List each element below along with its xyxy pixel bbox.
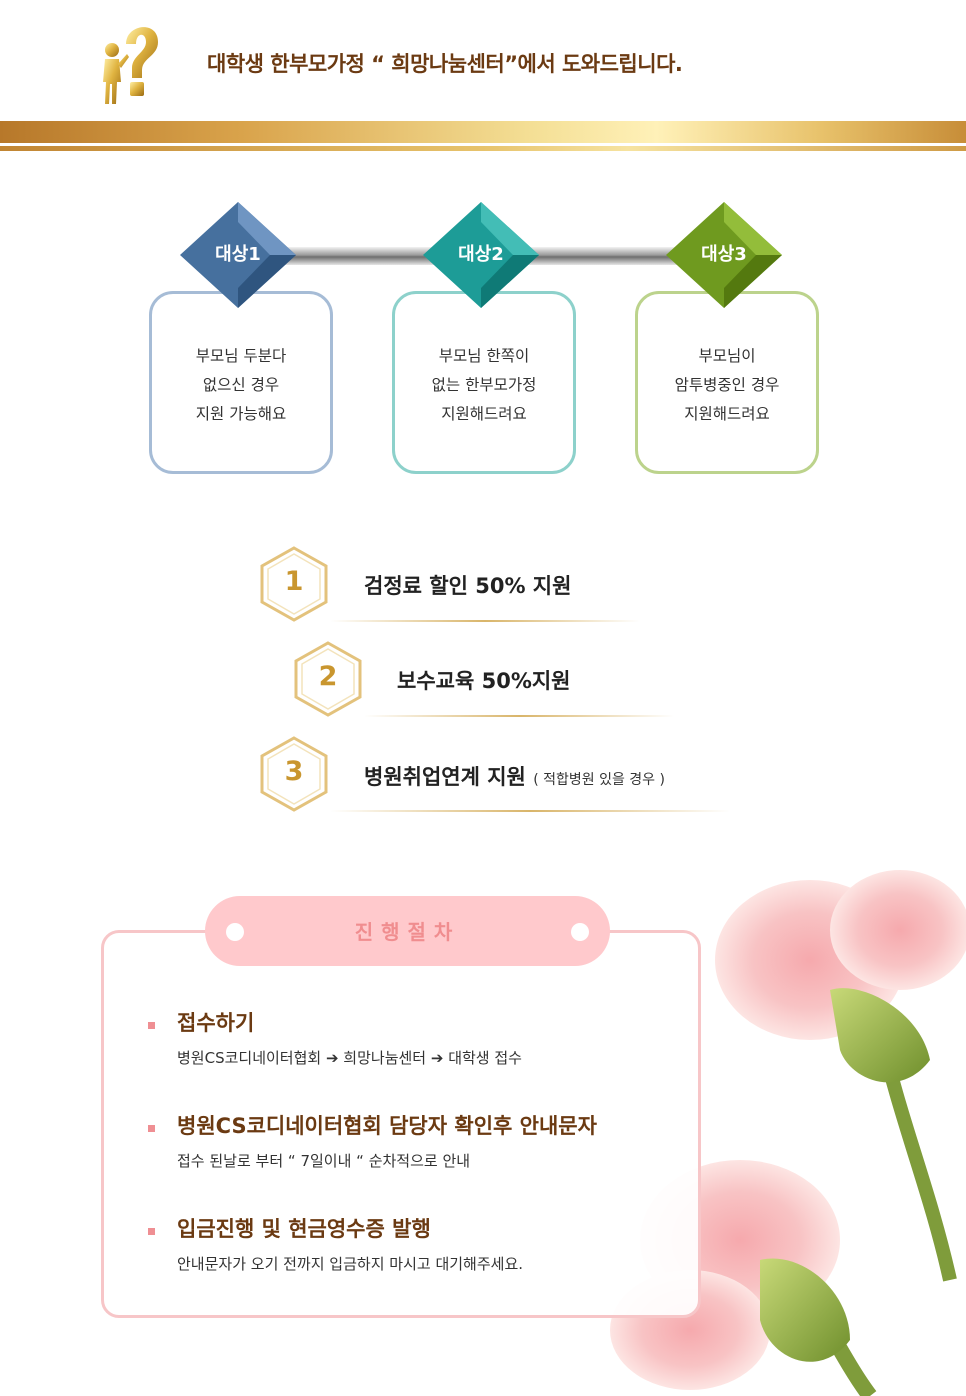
- benefit-3-row: 병원취업연계 지원 ( 적합병원 있을 경우 ): [364, 761, 665, 791]
- step-3-description: 안내문자가 오기 전까지 입금하지 마시고 대기해주세요.: [177, 1255, 524, 1273]
- benefit-3-note: ( 적합병원 있을 경우 ): [533, 772, 665, 788]
- procedure-title-pill: 진행절차: [205, 896, 610, 966]
- benefit-1-hexagon-icon: [260, 546, 328, 622]
- benefit-3-hexagon-icon: [260, 736, 328, 812]
- target-1-diamond-icon: [180, 202, 296, 308]
- procedure-title: 진행절차: [354, 920, 461, 944]
- step-3-heading: 입금진행 및 현금영수증 발행: [177, 1217, 431, 1241]
- gold-band-divider: [0, 121, 966, 143]
- benefit-3-text: 병원취업연계 지원: [364, 765, 526, 789]
- benefit-1-text: 검정료 할인 50% 지원: [364, 574, 572, 598]
- target-1-label: 대상1: [215, 244, 261, 265]
- step-1-heading: 접수하기: [177, 1011, 255, 1035]
- step-2-description: 접수 된날로 부터 “ 7일이내 “ 순차적으로 안내: [177, 1152, 471, 1170]
- benefit-2-text: 보수교육 50%지원: [397, 669, 571, 693]
- benefit-3-underline: [330, 810, 730, 812]
- pill-dot-left: [226, 923, 244, 941]
- benefit-2-underline: [364, 715, 674, 717]
- benefit-1-number: 1: [284, 566, 304, 597]
- benefit-3-number: 3: [284, 756, 304, 787]
- step-1-description: 병원CS코디네이터협회 ➔ 희망나눔센터 ➔ 대학생 접수: [177, 1049, 522, 1067]
- benefit-1-underline: [330, 620, 640, 622]
- step-1-bullet-icon: [148, 1022, 155, 1029]
- benefit-2-hexagon-icon: [294, 641, 362, 717]
- step-3-bullet-icon: [148, 1228, 155, 1235]
- page-title: 대학생 한부모가정 “ 희망나눔센터”에서 도와드립니다.: [207, 52, 683, 76]
- golden-question-figure-icon: [96, 14, 166, 106]
- gold-line-divider: [0, 146, 966, 151]
- procedure-box: [101, 930, 701, 1318]
- step-2-bullet-icon: [148, 1125, 155, 1132]
- step-2-heading: 병원CS코디네이터협회 담당자 확인후 안내문자: [177, 1114, 597, 1138]
- target-3-diamond-icon: [666, 202, 782, 308]
- benefit-2-number: 2: [318, 661, 338, 692]
- target-3-label: 대상3: [701, 244, 747, 265]
- pill-dot-right: [571, 923, 589, 941]
- target-2-label: 대상2: [458, 244, 504, 265]
- target-2-diamond-icon: [423, 202, 539, 308]
